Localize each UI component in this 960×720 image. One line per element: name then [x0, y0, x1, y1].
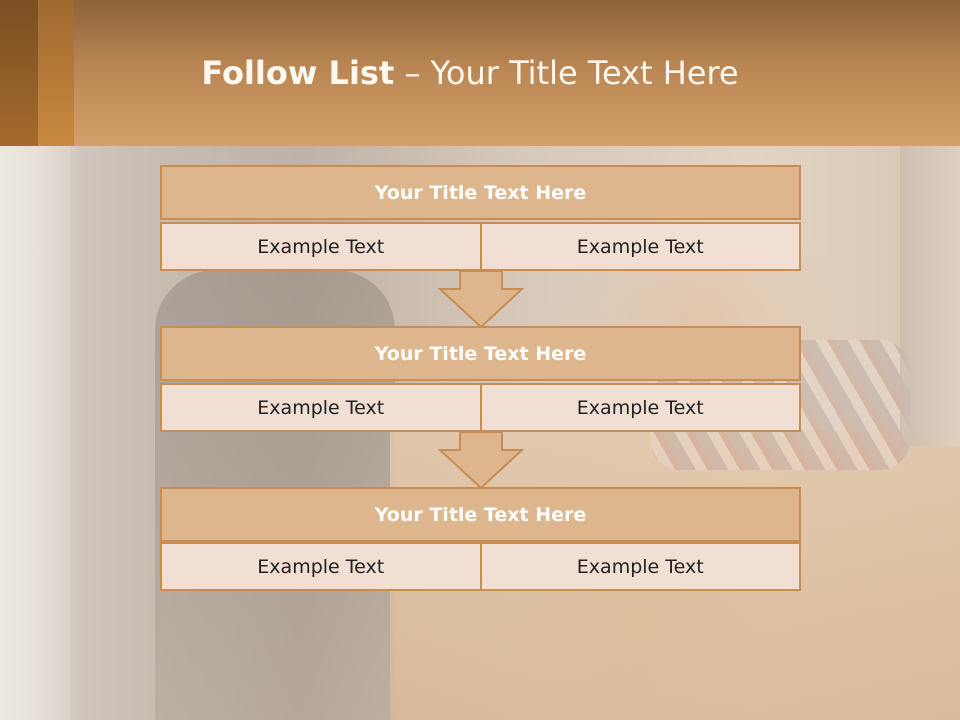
flow-block-title: Your Title Text Here: [160, 165, 801, 220]
down-arrow-icon: [438, 271, 524, 329]
background-door: [0, 146, 70, 720]
flow-block-1: Your Title Text Here Example Text Exampl…: [160, 165, 801, 271]
flow-block-cell-left: Example Text: [160, 383, 482, 432]
slide-title-rest: – Your Title Text Here: [394, 54, 739, 92]
flow-block-3: Your Title Text Here Example Text Exampl…: [160, 487, 801, 592]
flow-block-cell-left: Example Text: [160, 222, 482, 271]
header-accent-dark: [0, 0, 38, 146]
header-accent-light: [38, 0, 74, 146]
flow-block-cell-right: Example Text: [481, 383, 801, 432]
flow-block-cell-right: Example Text: [481, 222, 801, 271]
header-band: Follow List – Your Title Text Here: [0, 0, 960, 146]
flow-block-2: Your Title Text Here Example Text Exampl…: [160, 326, 801, 432]
flow-block-title: Your Title Text Here: [160, 326, 801, 381]
flow-block-cell-left: Example Text: [160, 542, 482, 591]
slide-title: Follow List – Your Title Text Here: [0, 54, 940, 92]
flow-block-row: Example Text Example Text: [160, 222, 801, 271]
down-arrow-icon: [438, 432, 524, 490]
flow-block-row: Example Text Example Text: [160, 542, 801, 591]
slide-title-bold: Follow List: [201, 54, 395, 92]
flow-block-title: Your Title Text Here: [160, 487, 801, 542]
background-wall: [900, 146, 960, 446]
flow-block-cell-right: Example Text: [481, 542, 801, 591]
flow-block-row: Example Text Example Text: [160, 383, 801, 432]
